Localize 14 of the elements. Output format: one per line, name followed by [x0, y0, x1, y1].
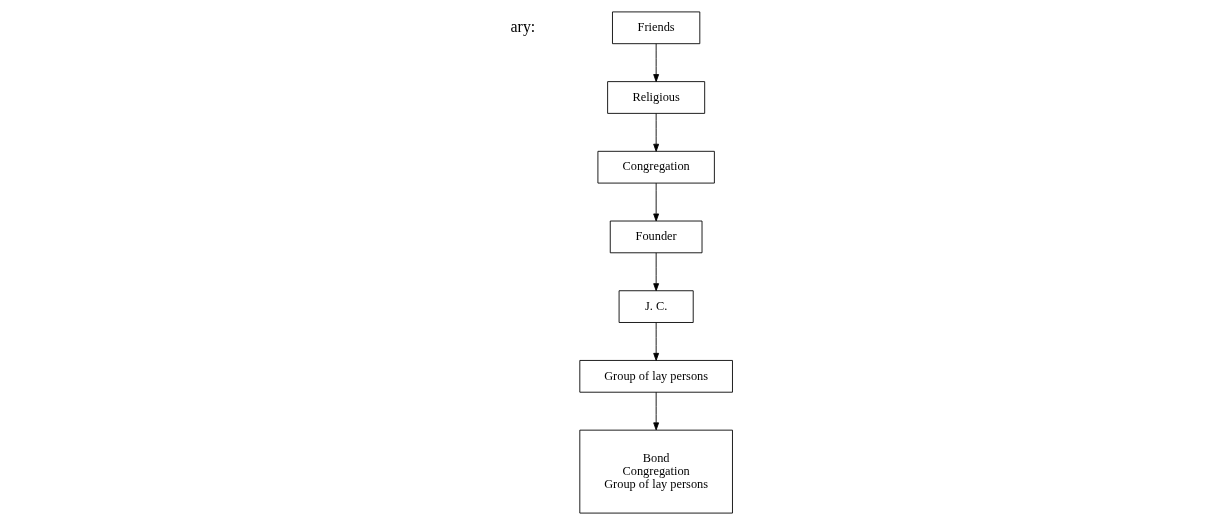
- arrow: [653, 391, 660, 431]
- label: ary:: [510, 17, 536, 35]
- arrow: [653, 43, 660, 82]
- node-box: Congregation: [597, 150, 715, 184]
- node-box: Friends: [612, 11, 701, 45]
- node-box: Religious: [607, 81, 706, 114]
- arrow: [653, 113, 660, 152]
- arrow: [653, 322, 660, 361]
- node-box: Bond Congregation Group of lay persons: [579, 429, 733, 514]
- node-box: Founder: [609, 220, 703, 254]
- arrow: [653, 182, 660, 222]
- node-box: Group of lay persons: [579, 360, 733, 393]
- node-box: J. C.: [618, 290, 694, 323]
- arrow: [653, 252, 660, 292]
